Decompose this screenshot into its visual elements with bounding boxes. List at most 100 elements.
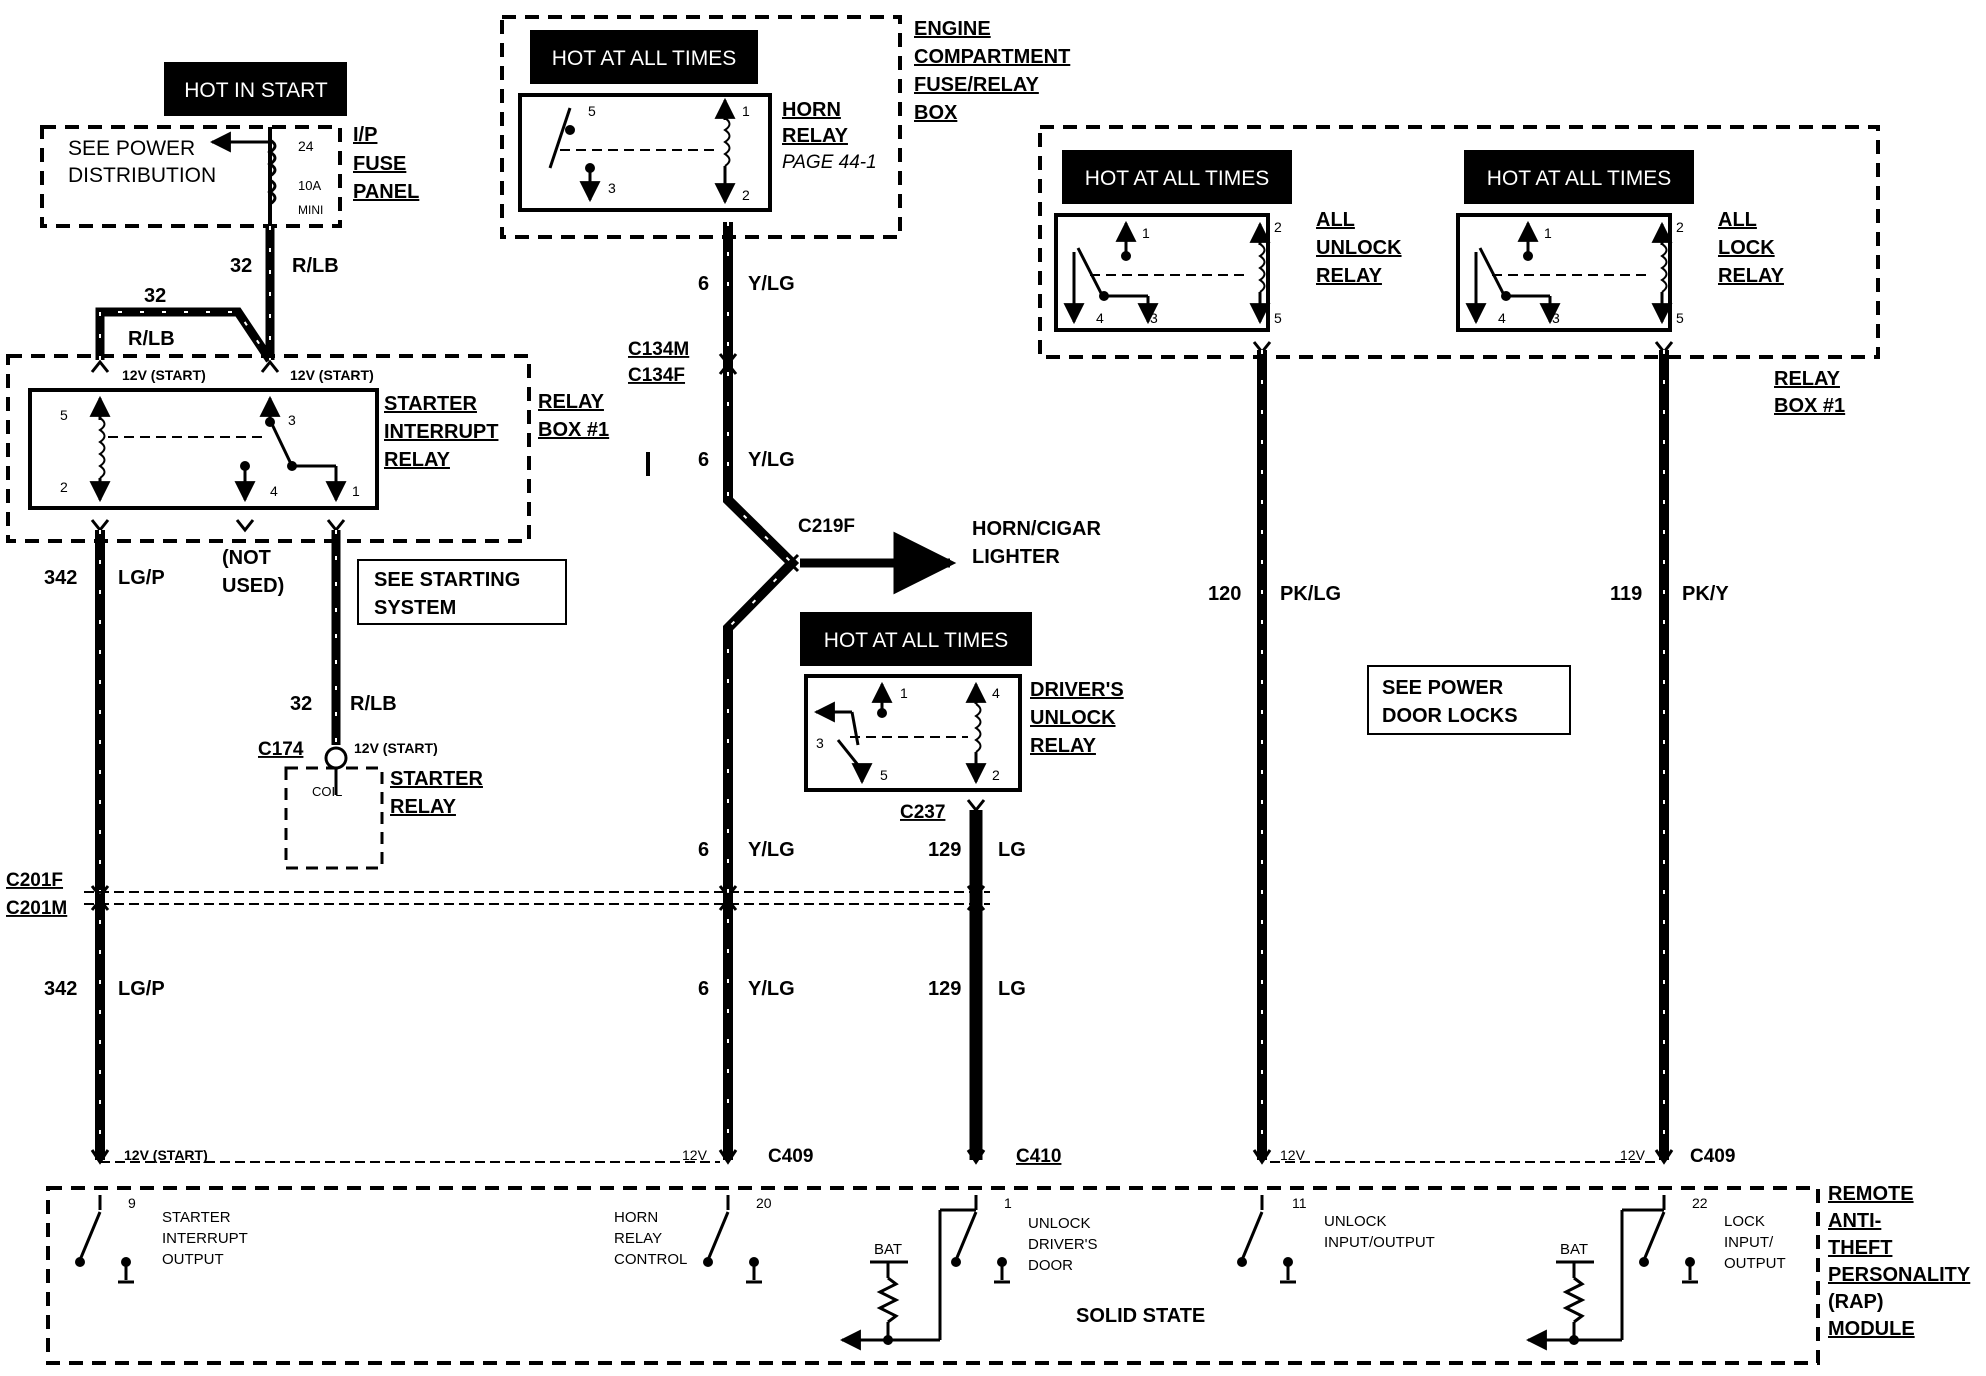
starter-out-2: INTERRUPT <box>162 1230 248 1247</box>
starter-out-3: OUTPUT <box>162 1251 224 1268</box>
engine-name-1: ENGINE <box>914 18 991 40</box>
wire-color-lgp-a: LG/P <box>118 567 165 589</box>
horn-pin-1: 1 <box>742 103 750 119</box>
hot-engine-label: HOT AT ALL TIMES <box>552 47 736 70</box>
connector-c134f: C134F <box>628 365 685 386</box>
starter-interrupt-name-1: STARTER <box>384 393 478 415</box>
wire-color-ylg-d: Y/LG <box>748 978 795 1000</box>
horn-relay-page: PAGE 44-1 <box>782 152 877 173</box>
lock-pin-4: 4 <box>1498 310 1506 326</box>
driver-pin-2: 2 <box>992 767 1000 783</box>
hot-in-start-box <box>164 62 347 116</box>
horn-cigar-2: LIGHTER <box>972 546 1060 568</box>
rap-name-4: PERSONALITY <box>1828 1264 1971 1286</box>
all-unlock-relay <box>1054 213 1270 332</box>
starter-interrupt-name-3: RELAY <box>384 449 451 471</box>
all-unlock-name-3: RELAY <box>1316 265 1383 287</box>
connector-c409-a: C409 <box>768 1146 813 1167</box>
wire-num-32-loop: 32 <box>144 285 166 307</box>
rap-pin-11: 11 <box>1292 1195 1307 1211</box>
driver-pin-1: 1 <box>900 685 908 701</box>
relay-box-right-2: BOX #1 <box>1774 395 1845 417</box>
hot-driver-box <box>800 612 1032 666</box>
voltage-12v-c: 12V <box>1620 1147 1646 1163</box>
relay-box-right <box>1038 125 1880 359</box>
connector-c237: C237 <box>900 802 945 823</box>
unlock-drv-1: UNLOCK <box>1028 1215 1091 1232</box>
all-unlock-name-1: ALL <box>1316 209 1355 231</box>
horn-relay-1: HORN <box>782 99 841 121</box>
wire-num-129-b: 129 <box>928 978 961 1000</box>
rap-name-3: THEFT <box>1828 1237 1892 1259</box>
rap-name-6: MODULE <box>1828 1318 1915 1340</box>
unlock-pin-1: 1 <box>1142 225 1150 241</box>
wire-color-ylg-c: Y/LG <box>748 839 795 861</box>
wire-color-rlb-top: R/LB <box>292 255 339 277</box>
horn-ctrl-3: CONTROL <box>614 1251 687 1268</box>
horn-ctrl-1: HORN <box>614 1209 658 1226</box>
voltage-start-a: 12V (START) <box>122 367 206 383</box>
wire-color-lgp-b: LG/P <box>118 978 165 1000</box>
fuse-name-1: I/P <box>353 124 377 146</box>
wire-color-ylg-a: Y/LG <box>748 273 795 295</box>
wire-color-pklg: PK/LG <box>1280 583 1341 605</box>
fuse-rating-2: MINI <box>298 203 323 217</box>
wire-color-pky: PK/Y <box>1682 583 1729 605</box>
lock-io-3: OUTPUT <box>1724 1255 1786 1272</box>
engine-name-2: COMPARTMENT <box>914 46 1070 68</box>
connector-c409-b: C409 <box>1690 1146 1735 1167</box>
switch-pin-20 <box>703 1195 762 1284</box>
all-lock-name-2: LOCK <box>1718 237 1775 259</box>
see-power-locks-box <box>1367 665 1571 735</box>
connector-c174: C174 <box>258 739 304 760</box>
driver-pin-5: 5 <box>880 767 888 783</box>
rap-bat-a: BAT <box>874 1241 902 1258</box>
connector-c410: C410 <box>1016 1146 1061 1167</box>
wire-6 <box>723 222 800 1160</box>
fuse-see-1: SEE POWER <box>68 137 195 160</box>
lock-io-1: LOCK <box>1724 1213 1765 1230</box>
wire-num-120: 120 <box>1208 583 1241 605</box>
lock-pin-5: 5 <box>1676 310 1684 326</box>
hot-engine-box <box>530 30 758 84</box>
relay-box-left-1: RELAY <box>538 391 605 413</box>
hot-driver-label: HOT AT ALL TIMES <box>824 629 1008 652</box>
starter-relay-name-2: RELAY <box>390 796 457 818</box>
rap-pin-22: 22 <box>1692 1195 1708 1211</box>
see-power-locks-2: DOOR LOCKS <box>1382 705 1518 727</box>
relay-box-right-1: RELAY <box>1774 368 1841 390</box>
engine-box <box>500 15 902 239</box>
see-starting-1: SEE STARTING <box>374 569 520 591</box>
fuse-see-2: DISTRIBUTION <box>68 164 216 187</box>
switch-pin-11 <box>1237 1195 1296 1284</box>
drivers-unlock-name-2: UNLOCK <box>1030 707 1116 729</box>
unlock-pin-2: 2 <box>1274 219 1282 235</box>
connector-c201m: C201M <box>6 898 67 919</box>
lock-io-2: INPUT/ <box>1724 1234 1774 1251</box>
fuse-name-3: PANEL <box>353 181 419 203</box>
horn-ctrl-2: RELAY <box>614 1230 662 1247</box>
lock-pin-1: 1 <box>1544 225 1552 241</box>
drivers-unlock-name-1: DRIVER'S <box>1030 679 1124 701</box>
horn-relay-2: RELAY <box>782 125 849 147</box>
driver-pin-3: 3 <box>816 735 824 751</box>
all-lock-name-3: RELAY <box>1718 265 1785 287</box>
starter-pin-3: 3 <box>288 412 296 428</box>
starter-out-1: STARTER <box>162 1209 231 1226</box>
horn-pin-3: 3 <box>608 180 616 196</box>
wire-color-lg-b: LG <box>998 978 1026 1000</box>
starter-interrupt-name-2: INTERRUPT <box>384 421 498 443</box>
horn-pin-5: 5 <box>588 103 596 119</box>
wire-color-lg-a: LG <box>998 839 1026 861</box>
connector-c134m: C134M <box>628 339 689 360</box>
rap-name-5: (RAP) <box>1828 1291 1884 1313</box>
connector-c219f: C219F <box>798 516 855 537</box>
wire-color-rlb-loop: R/LB <box>128 328 175 350</box>
hot-lock-box <box>1464 150 1694 204</box>
wire-color-rlb-lower: R/LB <box>350 693 397 715</box>
voltage-12v-b: 12V <box>1280 1147 1306 1163</box>
wire-num-6-c: 6 <box>698 839 709 861</box>
hot-in-start-label: HOT IN START <box>184 79 328 102</box>
